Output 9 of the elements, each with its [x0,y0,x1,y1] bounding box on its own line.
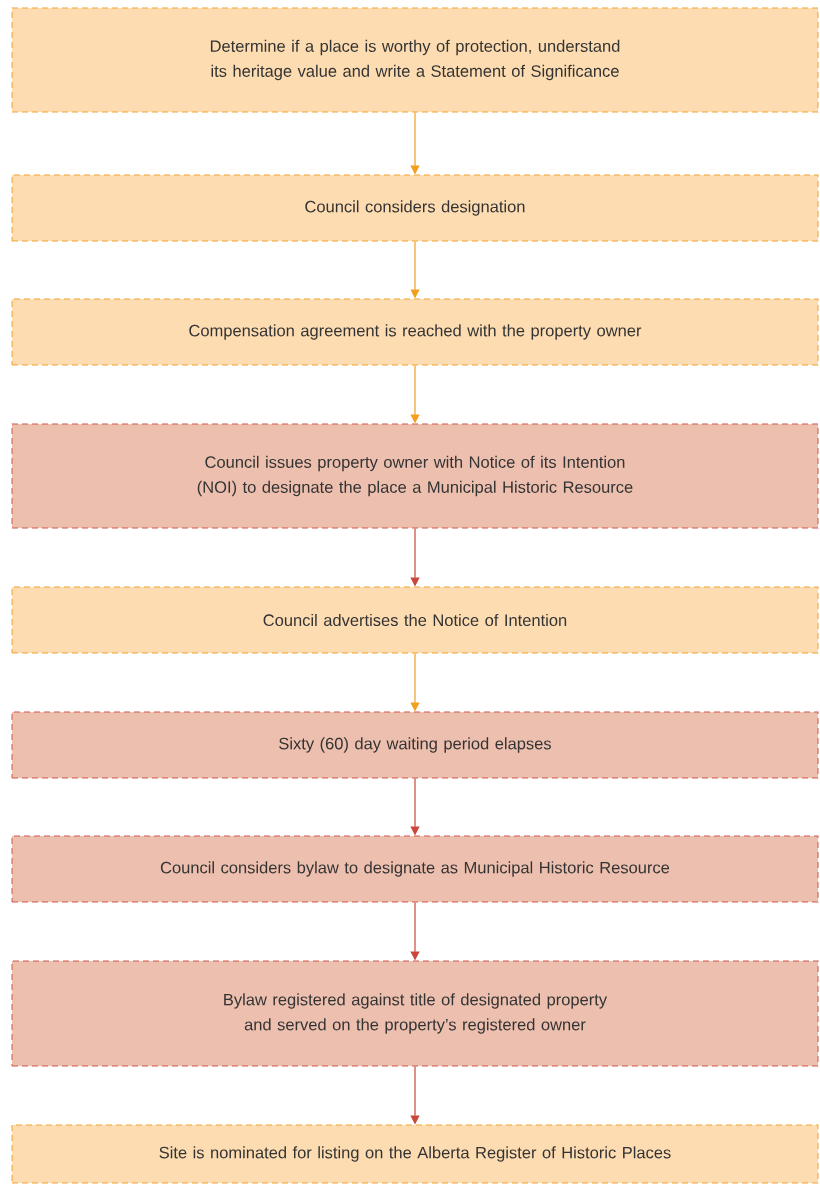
process-box: Council advertises the Notice of Intention [11,586,819,654]
process-box: Council considers bylaw to designate as Municipal Historic Resource [11,835,819,903]
process-box: Determine if a place is worthy of protection, understand its heritage value and write a Statement of Significance [11,7,819,113]
process-box: Council issues property owner with Notice of its Intention (NOI) to designate the place a Municipal Historic Resource [11,423,819,529]
process-box: Site is nominated for listing on the Alberta Register of Historic Places [11,1124,819,1184]
process-box: Sixty (60) day waiting period elapses [11,711,819,779]
process-box: Council considers designation [11,174,819,242]
process-box: Compensation agreement is reached with the property owner [11,298,819,366]
process-box: Bylaw registered against title of designated property and served on the property’s registered owner [11,960,819,1067]
